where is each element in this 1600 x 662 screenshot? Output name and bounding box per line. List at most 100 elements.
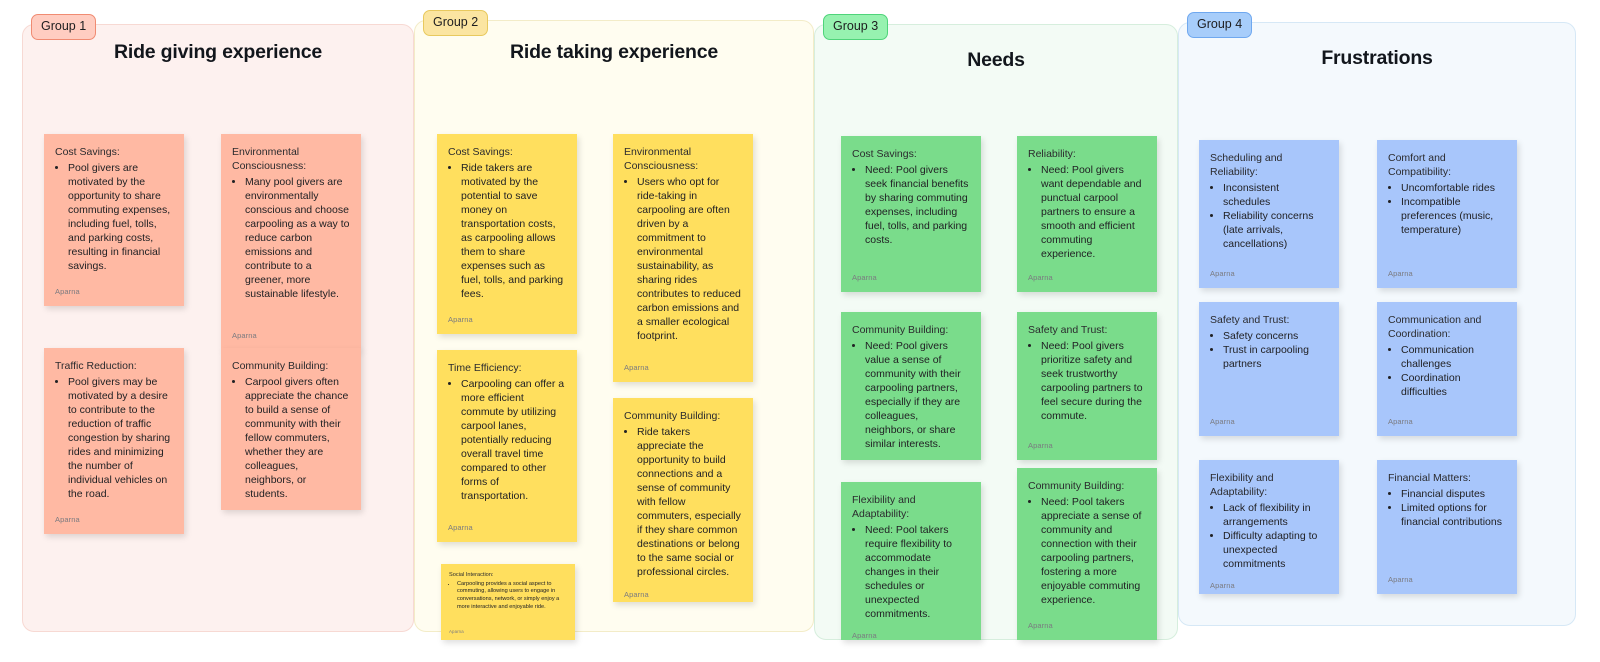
note-author: Aparna: [852, 451, 970, 460]
group-badge-1[interactable]: Group 1: [31, 14, 97, 40]
group-badge-4[interactable]: Group 4: [1187, 12, 1253, 38]
note-author: Aparna: [449, 629, 464, 634]
sticky-note[interactable]: Community Building: Need: Pool takers app…: [1017, 468, 1157, 640]
note-bullet-list: Lack of flexibility in arrangementsDiffi…: [1210, 501, 1328, 571]
sticky-note[interactable]: Community Building: Carpool givers often …: [221, 348, 361, 510]
sticky-note[interactable]: Financial Matters:Financial disputesLimi…: [1377, 460, 1517, 594]
note-author: Aparna: [1388, 575, 1413, 584]
note-bullet: Trust in carpooling partners: [1223, 343, 1328, 371]
note-author: Aparna: [852, 631, 877, 640]
note-bullet: Financial disputes: [1401, 487, 1506, 501]
note-heading: Communication and Coordination:: [1388, 314, 1482, 340]
sticky-note[interactable]: Social Interaction: Carpooling provides a…: [441, 564, 575, 640]
sticky-note[interactable]: Safety and Trust: Safety concernsTrust in…: [1199, 302, 1339, 436]
note-bullet: Carpool givers often appreciate the chan…: [245, 375, 350, 502]
sticky-note[interactable]: Safety and Trust:Need: Pool givers prior…: [1017, 312, 1157, 460]
note-bullet: Coordination difficulties: [1401, 371, 1506, 399]
note-author: Aparna: [448, 523, 473, 532]
note-bullet: Safety concerns: [1223, 329, 1328, 343]
note-bullet-list: Ride takers appreciate the opportunity t…: [624, 425, 742, 580]
sticky-note[interactable]: Community Building: Need: Pool givers val…: [841, 312, 981, 460]
sticky-note[interactable]: Flexibility and Adaptability: Lack of fle…: [1199, 460, 1339, 594]
group-badge-3[interactable]: Group 3: [823, 14, 889, 40]
note-heading: Community Building:: [232, 360, 329, 372]
note-bullet: Difficulty adapting to unexpected commit…: [1223, 529, 1328, 571]
note-heading: Time Efficiency:: [448, 362, 522, 374]
note-heading: Cost Savings:: [55, 146, 120, 158]
note-author: Aparna: [1388, 269, 1413, 278]
note-author: Aparna: [448, 315, 473, 324]
note-author: Aparna: [1388, 417, 1413, 426]
group-title-3: Needs: [967, 49, 1025, 71]
note-bullet-list: Uncomfortable ridesIncompatible preferen…: [1388, 181, 1506, 237]
note-bullet-list: Carpool givers often appreciate the chan…: [232, 375, 350, 502]
sticky-note[interactable]: Flexibility and Adaptability: Need: Pool …: [841, 482, 981, 640]
note-heading: Cost Savings:: [852, 148, 917, 160]
group-title-4: Frustrations: [1321, 47, 1433, 69]
note-author: Aparna: [55, 515, 80, 524]
note-bullet: Inconsistent schedules: [1223, 181, 1328, 209]
note-bullet: Users who opt for ride-taking in carpool…: [637, 175, 742, 344]
note-heading: Community Building:: [1028, 480, 1125, 492]
sticky-note[interactable]: Reliability: Need: Pool givers want depen…: [1017, 136, 1157, 292]
group-badge-2[interactable]: Group 2: [423, 10, 489, 36]
note-bullet-list: Need: Pool takers appreciate a sense of …: [1028, 495, 1146, 608]
note-heading: Cost Savings:: [448, 146, 513, 158]
note-bullet-list: Safety concernsTrust in carpooling partn…: [1210, 329, 1328, 371]
note-bullet: Ride takers appreciate the opportunity t…: [637, 425, 742, 580]
note-bullet-list: Need: Pool takers require flexibility to…: [852, 523, 970, 621]
note-bullet-list: Need: Pool givers want dependable and pu…: [1028, 163, 1146, 261]
note-heading: Environmental Consciousness:: [624, 146, 699, 172]
note-bullet-list: Pool givers may be motivated by a desire…: [55, 375, 173, 502]
sticky-note[interactable]: Cost Savings: Need: Pool givers seek fina…: [841, 136, 981, 292]
note-heading: Safety and Trust:: [1210, 314, 1290, 326]
note-bullet: Need: Pool givers want dependable and pu…: [1041, 163, 1146, 261]
note-bullet: Incompatible preferences (music, tempera…: [1401, 195, 1506, 237]
sticky-note[interactable]: Environmental Consciousness:Many pool gi…: [221, 134, 361, 350]
note-heading: Scheduling and Reliability:: [1210, 152, 1283, 178]
note-bullet: Reliability concerns (late arrivals, can…: [1223, 209, 1328, 251]
note-bullet-list: Ride takers are motivated by the potenti…: [448, 161, 566, 302]
note-heading: Community Building:: [624, 410, 721, 422]
note-bullet: Need: Pool givers seek financial benefit…: [865, 163, 970, 247]
note-bullet: Lack of flexibility in arrangements: [1223, 501, 1328, 529]
note-author: Aparna: [1028, 273, 1053, 282]
note-heading: Flexibility and Adaptability:: [1210, 472, 1274, 498]
sticky-note[interactable]: Community Building: Ride takers appreciat…: [613, 398, 753, 602]
note-bullet: Ride takers are motivated by the potenti…: [461, 161, 566, 302]
note-author: Aparna: [232, 331, 257, 340]
sticky-note[interactable]: Environmental Consciousness: Users who op…: [613, 134, 753, 382]
note-bullet-list: Need: Pool givers seek financial benefit…: [852, 163, 970, 247]
sticky-note[interactable]: Comfort and Compatibility: Uncomfortable …: [1377, 140, 1517, 288]
sticky-note[interactable]: Scheduling and Reliability: Inconsistent …: [1199, 140, 1339, 288]
sticky-note[interactable]: Cost Savings: Pool givers are motivated b…: [44, 134, 184, 306]
note-bullet: Limited options for financial contributi…: [1401, 501, 1506, 529]
note-bullet: Carpooling provides a social aspect to c…: [457, 581, 568, 612]
sticky-note[interactable]: Time Efficiency: Carpooling can offer a m…: [437, 350, 577, 542]
note-bullet-list: Many pool givers are environmentally con…: [232, 175, 350, 302]
sticky-note[interactable]: Cost Savings: Ride takers are motivated b…: [437, 134, 577, 334]
note-bullet-list: Financial disputesLimited options for fi…: [1388, 487, 1506, 529]
note-author: Aparna: [1210, 269, 1235, 278]
note-bullet: Communication challenges: [1401, 343, 1506, 371]
note-bullet-list: Pool givers are motivated by the opportu…: [55, 161, 173, 274]
note-heading: Community Building:: [852, 324, 949, 336]
note-author: Aparna: [1210, 417, 1235, 426]
note-author: Aparna: [852, 273, 877, 282]
note-heading: Comfort and Compatibility:: [1388, 152, 1452, 178]
note-heading: Flexibility and Adaptability:: [852, 494, 916, 520]
note-bullet: Need: Pool givers value a sense of commu…: [865, 339, 970, 452]
note-bullet-list: Carpooling provides a social aspect to c…: [449, 581, 568, 612]
note-heading: Reliability:: [1028, 148, 1076, 160]
note-author: Aparna: [1028, 621, 1053, 630]
note-heading: Social Interaction:: [449, 572, 494, 578]
note-bullet: Need: Pool takers require flexibility to…: [865, 523, 970, 621]
sticky-note[interactable]: Traffic Reduction:Pool givers may be mot…: [44, 348, 184, 534]
note-author: Aparna: [624, 589, 649, 599]
sticky-note[interactable]: Communication and Coordination: Communica…: [1377, 302, 1517, 436]
note-bullet-list: Carpooling can offer a more efficient co…: [448, 377, 566, 504]
